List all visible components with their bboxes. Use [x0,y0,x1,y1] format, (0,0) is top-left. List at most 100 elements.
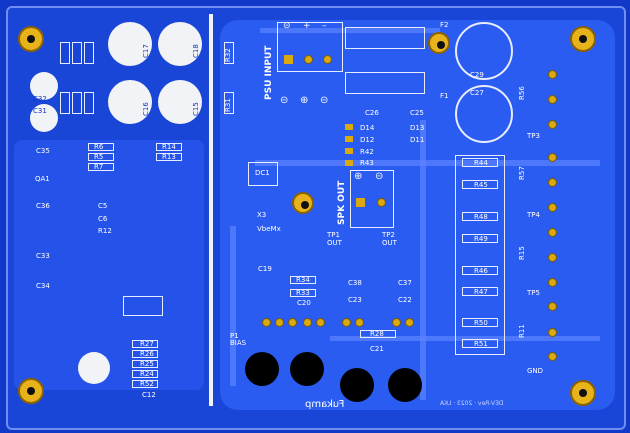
cap-label: C21 [370,345,384,353]
pad [355,318,364,327]
cap-label: C31 [33,107,47,115]
resistor [60,42,70,64]
resistor [462,287,498,296]
psu-symbol: ⊝ [280,95,289,106]
psu-symbol: ⊝ [283,21,291,31]
bias-label: P1 BIAS [230,332,247,347]
pad [345,160,353,166]
cap-label: C25 [410,109,424,117]
resistor-label: R24 [140,370,154,378]
pad [405,318,414,327]
speaker-pad [290,352,324,386]
board-divider-line [209,14,213,406]
board-version: DEV-Rev · 2023 · LKA [440,400,504,407]
mounting-hole [570,26,596,52]
cap-label: C19 [258,265,272,273]
transistor-label: QA1 [35,175,50,183]
pad [548,70,557,79]
psu-input-connector [277,22,343,72]
pad [345,136,353,142]
resistor-label: R34 [296,276,310,284]
speaker-pad [245,352,279,386]
resistor [60,92,70,114]
resistor [462,318,498,327]
cap-label: C6 [98,215,108,223]
pad [548,95,557,104]
pad [548,278,557,287]
pad [288,318,297,327]
pad [262,318,271,327]
trace [330,336,600,341]
pad [548,302,557,311]
pad [284,55,293,64]
input-section-pour [14,140,204,390]
psu-symbol: + [303,21,311,31]
board-credit: Fukamp [305,399,345,410]
pad [377,198,386,207]
resistor [360,330,396,338]
resistor [88,163,114,171]
testpoint-label: TP2 [382,231,395,239]
resistor-label: R50 [474,319,488,327]
resistor-label: R51 [474,340,488,348]
resistor [462,180,498,189]
cap-label: C22 [398,296,412,304]
trace [260,28,440,33]
pad [548,328,557,337]
cap-label: C32 [33,95,47,103]
pad [345,124,353,130]
pad [548,203,557,212]
resistor-label: R52 [140,380,154,388]
trace [255,160,600,166]
mounting-hole [18,26,44,52]
component-outline [248,162,278,186]
speaker-pad [388,368,422,402]
psu-symbol: – [322,21,327,31]
resistor [462,339,498,348]
psu-input-label: PSU INPUT [264,45,274,100]
pad [304,55,313,64]
cap-label: C16 [142,102,150,116]
resistor [132,360,158,368]
testpoint-label: GND [527,367,544,375]
resistor [462,234,498,243]
resistor [132,370,158,378]
resistor [88,143,114,151]
resistor [462,266,498,275]
mounting-hole [428,32,450,54]
resistor [290,289,316,297]
pad [356,198,365,207]
capacitor [108,22,152,66]
diode-label: D11 [410,136,425,144]
capacitor [455,85,513,143]
power-section-pour [220,20,615,410]
resistor-label: R7 [94,163,104,171]
trimmer-outline [123,296,163,316]
cap-label: C29 [470,71,484,79]
mounting-hole [570,380,596,406]
resistor [132,350,158,358]
resistor-label: R5 [94,153,104,161]
fuse-holder [345,72,425,94]
resistor [72,42,82,64]
pad [548,153,557,162]
resistor [224,42,234,64]
testpoint-label: OUT [382,239,397,247]
speaker-out-label: SPK OUT [337,180,347,225]
pad [548,352,557,361]
speaker-connector [350,170,394,228]
resistor-label: R56 [518,86,526,100]
resistor-label: R47 [474,288,488,296]
psu-symbol: ⊕ [300,95,309,106]
pad [345,148,353,154]
pad [323,55,332,64]
resistor [132,340,158,348]
diode-label: D13 [410,124,425,132]
resistor-label: R57 [518,166,526,180]
spk-symbol: ⊝ [375,171,384,182]
fuse-label: F2 [440,21,449,29]
resistor [84,92,94,114]
fuse-holder [345,27,425,49]
pad [548,253,557,262]
